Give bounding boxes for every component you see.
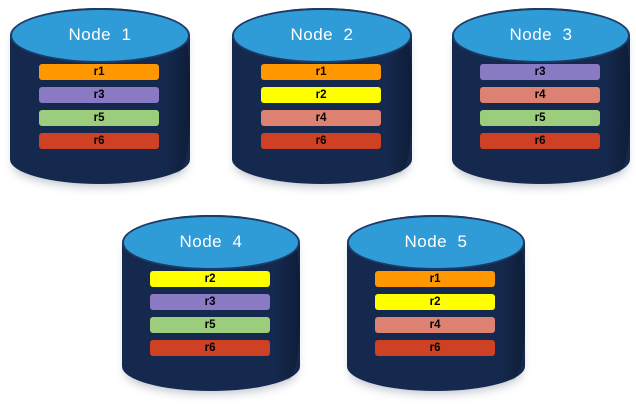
replica-item-r2[interactable]: r2 bbox=[260, 87, 382, 104]
replica-item-r6[interactable]: r6 bbox=[480, 133, 600, 150]
replica-list: r1 r2 r4 r6 bbox=[260, 64, 382, 150]
cylinder-top-ellipse bbox=[452, 8, 630, 63]
replica-list: r2 r3 r5 r6 bbox=[150, 271, 270, 357]
replica-item-r4[interactable]: r4 bbox=[260, 110, 382, 127]
replica-item-r3[interactable]: r3 bbox=[480, 64, 600, 81]
replica-item-r5[interactable]: r5 bbox=[150, 317, 270, 334]
replica-item-r6[interactable]: r6 bbox=[38, 133, 160, 150]
cylinder-top-ellipse bbox=[122, 215, 300, 270]
replica-item-r6[interactable]: r6 bbox=[150, 340, 270, 357]
replica-item-r6[interactable]: r6 bbox=[260, 133, 382, 150]
replica-list: r3 r4 r5 r6 bbox=[480, 64, 600, 150]
replica-item-r3[interactable]: r3 bbox=[38, 87, 160, 104]
replica-item-r5[interactable]: r5 bbox=[38, 110, 160, 127]
replica-list: r1 r2 r4 r6 bbox=[375, 271, 495, 357]
replica-item-r1[interactable]: r1 bbox=[375, 271, 495, 288]
replica-item-r4[interactable]: r4 bbox=[375, 317, 495, 334]
replica-item-r2[interactable]: r2 bbox=[375, 294, 495, 311]
cylinder-top-ellipse bbox=[10, 8, 190, 63]
replica-list: r1 r3 r5 r6 bbox=[38, 64, 160, 150]
cylinder-top-ellipse bbox=[347, 215, 525, 270]
replica-item-r6[interactable]: r6 bbox=[375, 340, 495, 357]
replica-item-r4[interactable]: r4 bbox=[480, 87, 600, 104]
replica-item-r1[interactable]: r1 bbox=[260, 64, 382, 81]
cylinder-top-ellipse bbox=[232, 8, 412, 63]
replica-item-r3[interactable]: r3 bbox=[150, 294, 270, 311]
replica-item-r5[interactable]: r5 bbox=[480, 110, 600, 127]
replica-item-r1[interactable]: r1 bbox=[38, 64, 160, 81]
replica-item-r2[interactable]: r2 bbox=[150, 271, 270, 288]
